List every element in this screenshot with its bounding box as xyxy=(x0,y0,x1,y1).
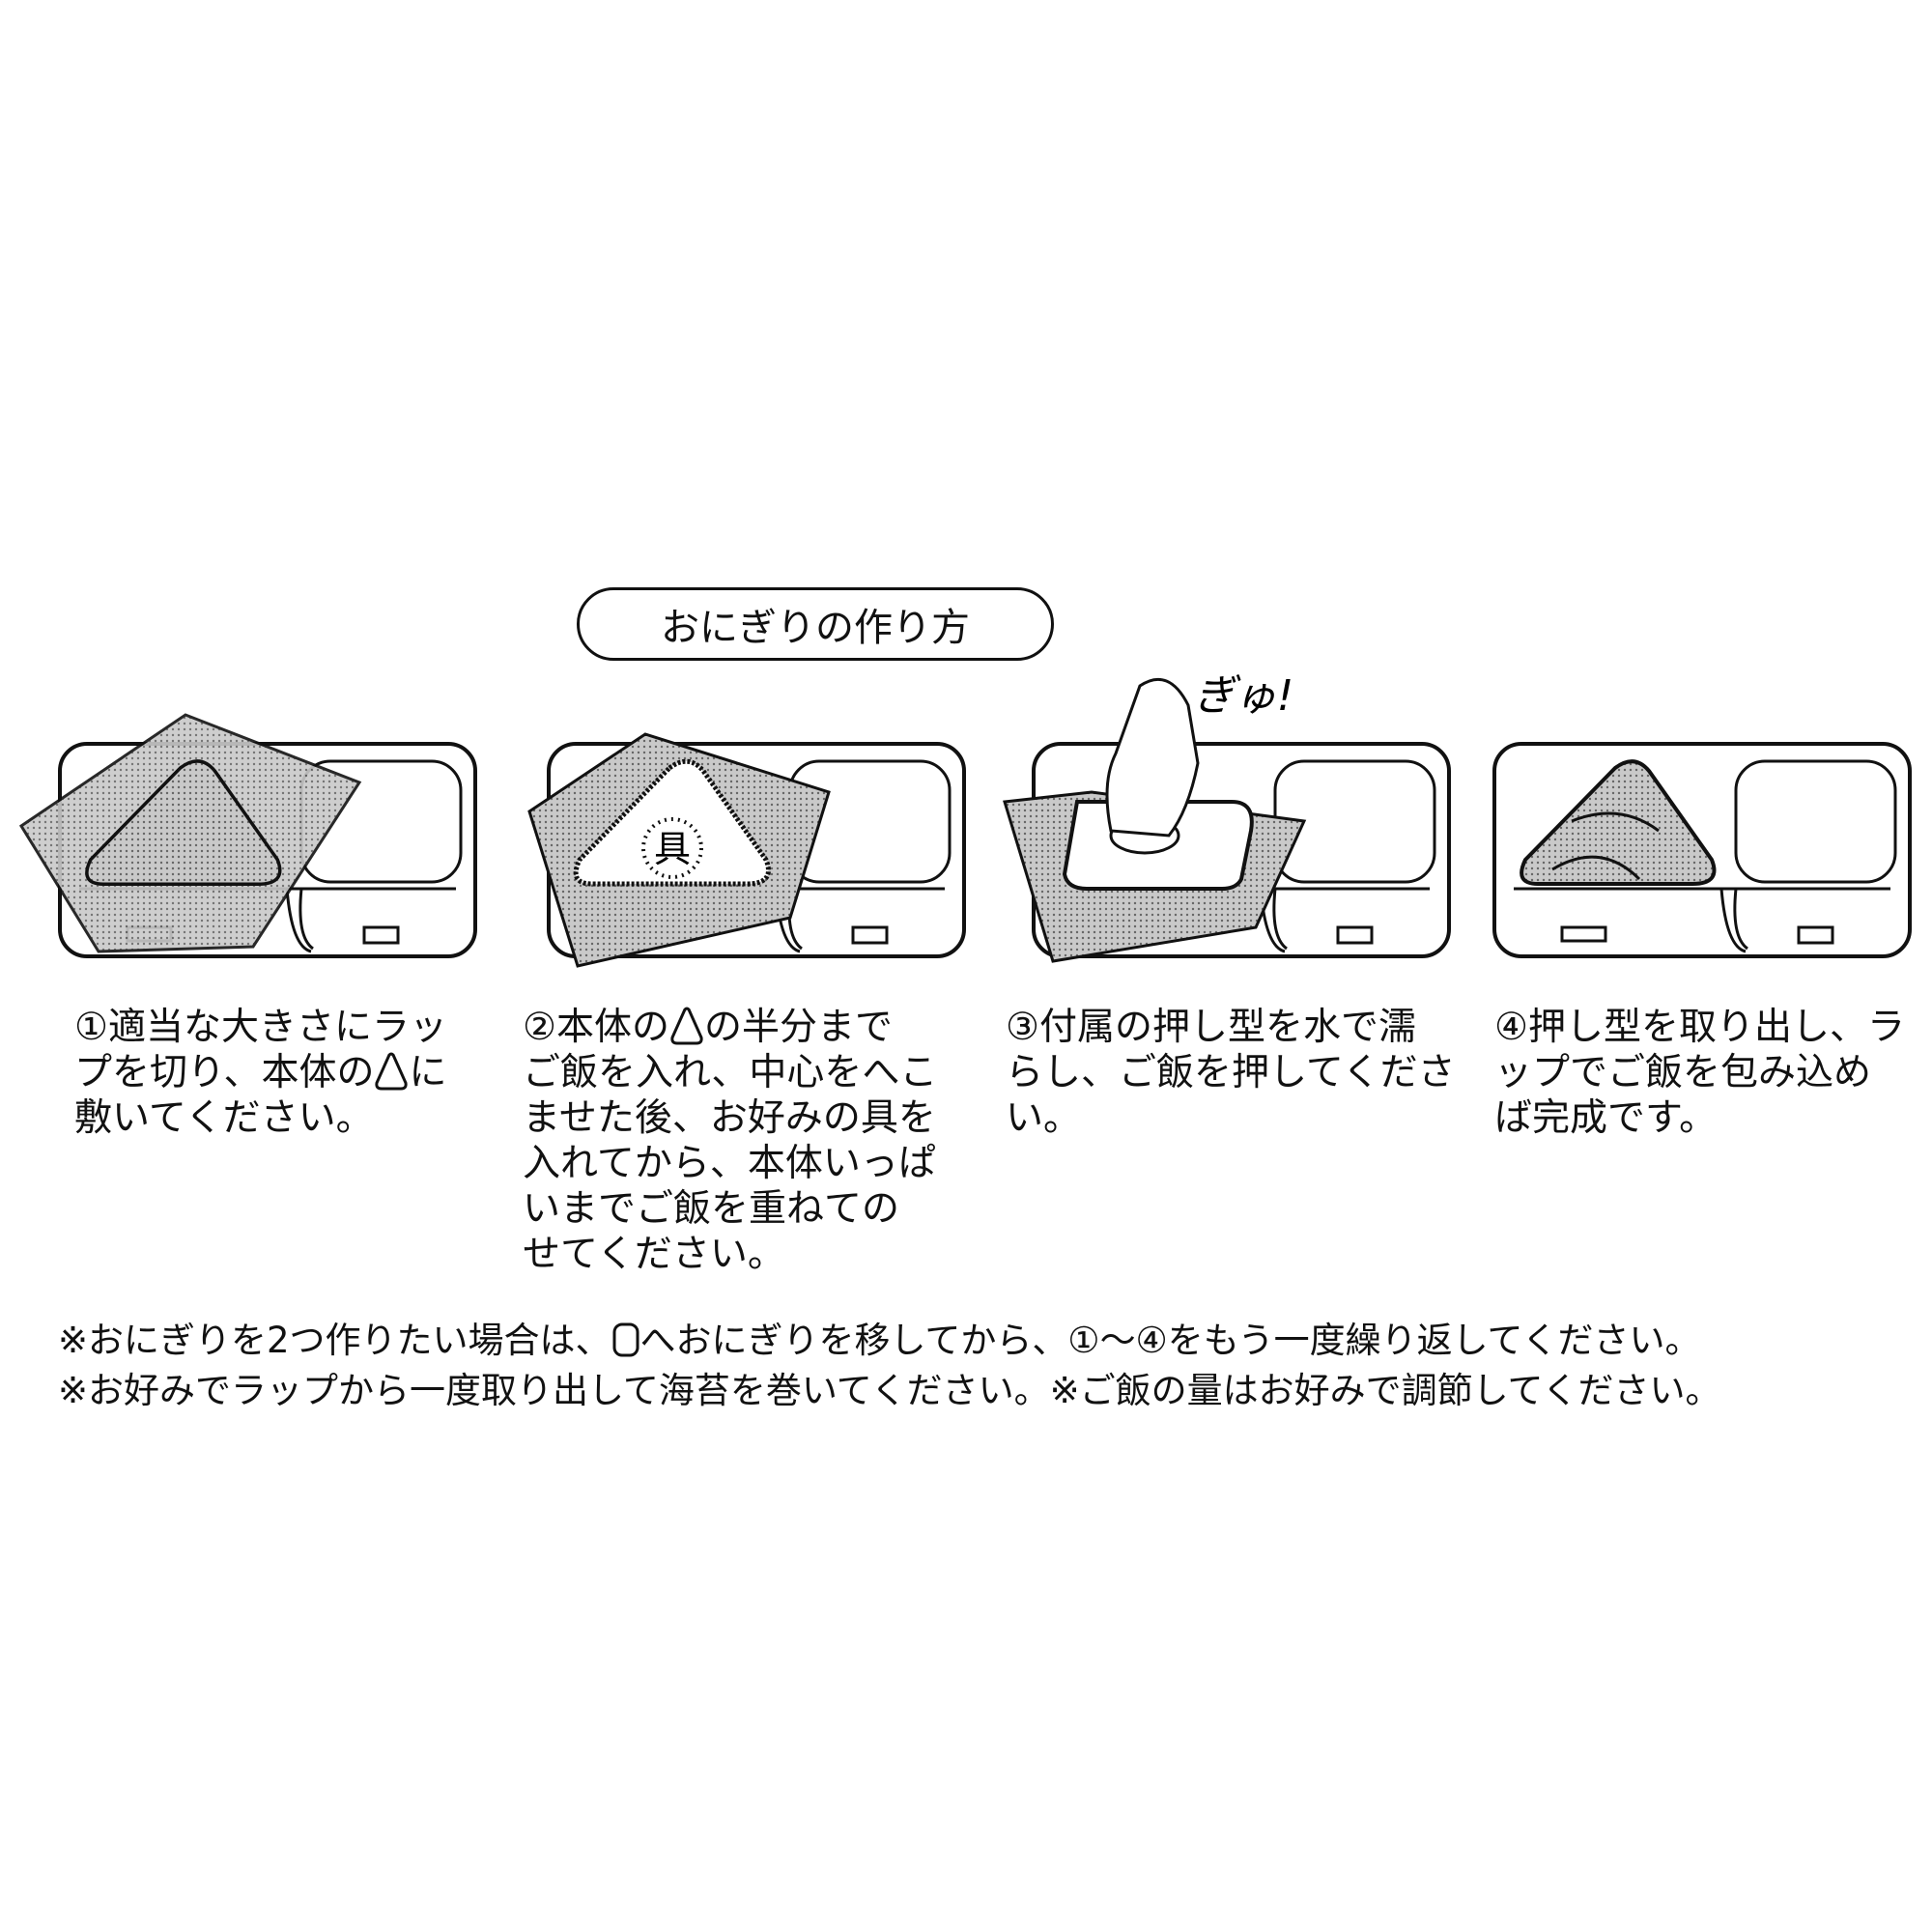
step-text: ご飯を入れ、中心をへこ xyxy=(523,1051,938,1094)
note-text: ※お好みでラップから一度取り出して海苔を巻いてください。※ご飯の量はお好みで調節… xyxy=(58,1370,1721,1411)
step-4-text: ④押し型を取り出し、ラ ップでご飯を包み込め ば完成です。 xyxy=(1494,1005,1905,1141)
step-text: らし、ご飯を押してくださ xyxy=(1006,1051,1456,1094)
step-text: の半分まで xyxy=(703,1006,893,1049)
note-text: ※おにぎりを2つ作りたい場合は、 xyxy=(58,1320,611,1361)
filling-label: 具 xyxy=(654,828,691,870)
step-text: ②本体の xyxy=(523,1006,669,1049)
triangle-slot-icon xyxy=(375,1052,409,1091)
step-3-illustration: ぎゅ! xyxy=(1003,671,1451,963)
step-1-text: ①適当な大きさにラッ プを切り、本体のに 敷いてください。 xyxy=(74,1005,447,1141)
illustrations: 具 ぎゅ! xyxy=(18,671,1912,968)
step-2-illustration: 具 xyxy=(527,732,966,968)
step-text: に xyxy=(409,1051,447,1094)
step-1-illustration xyxy=(18,713,477,958)
step-text: 敷いてください。 xyxy=(74,1096,374,1140)
step-text: プを切り、本体の xyxy=(74,1051,375,1094)
step-2-text: ②本体のの半分まで ご飯を入れ、中心をへこ ませた後、お好みの具を 入れてから、… xyxy=(523,1005,937,1277)
step-3-text: ③付属の押し型を水で濡 らし、ご飯を押してくださ い。 xyxy=(1006,1005,1456,1141)
step-text: い。 xyxy=(1006,1096,1082,1140)
triangle-slot-icon xyxy=(670,1007,703,1045)
notes: ※おにぎりを2つ作りたい場合は、へおにぎりを移してから、①〜④をもう一度繰り返し… xyxy=(58,1316,1720,1416)
step-text: せてください。 xyxy=(523,1233,785,1276)
step-text: 入れてから、本体いっぱ xyxy=(523,1142,936,1185)
step-text: ませた後、お好みの具を xyxy=(523,1096,936,1140)
step-text: ①適当な大きさにラッ xyxy=(74,1006,447,1049)
hand-icon xyxy=(1105,677,1200,838)
sound-effect: ぎゅ! xyxy=(1193,671,1293,721)
page-title: おにぎりの作り方 xyxy=(661,606,970,650)
step-text: ④押し型を取り出し、ラ xyxy=(1494,1006,1905,1049)
step-text: ③付属の押し型を水で濡 xyxy=(1006,1006,1416,1049)
step-text: ップでご飯を包み込め xyxy=(1494,1051,1872,1094)
step-text: いまでご飯を重ねての xyxy=(523,1187,900,1231)
note-text: へおにぎりを移してから、①〜④をもう一度繰り返してください。 xyxy=(639,1320,1701,1361)
title-badge: おにぎりの作り方 xyxy=(577,587,1054,661)
step-4-illustration xyxy=(1492,742,1912,958)
square-slot-icon xyxy=(612,1322,639,1357)
step-text: ば完成です。 xyxy=(1494,1096,1718,1140)
